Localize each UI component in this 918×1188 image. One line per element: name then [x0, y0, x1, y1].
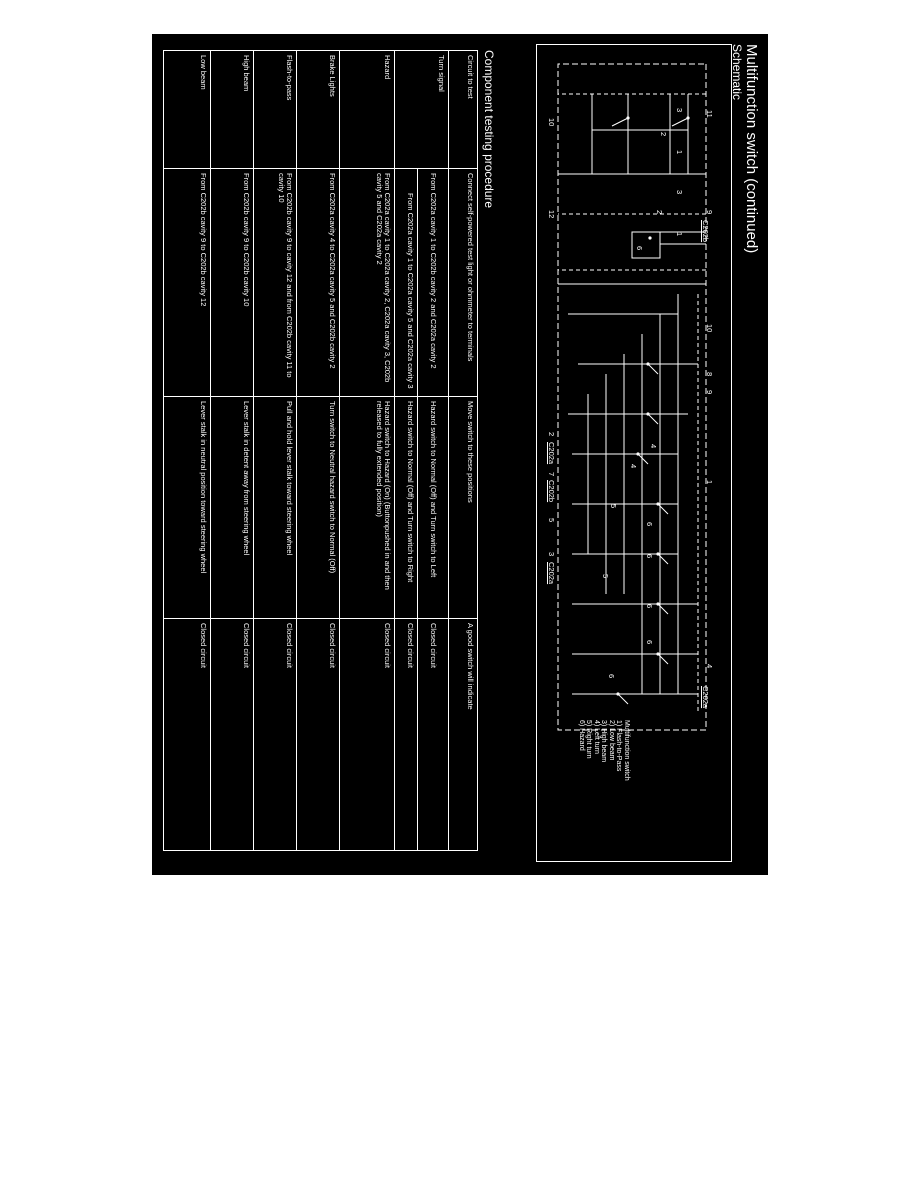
positions-cell: Lever stalk in neutral position toward s…	[163, 396, 211, 619]
result-cell: Closed circuit	[253, 618, 297, 851]
column-header: Circuit to test	[448, 50, 478, 169]
legend-item: 1) Flash-to-Pass	[615, 720, 623, 772]
switch-number: 6	[645, 522, 654, 527]
connector-label: C202a	[701, 686, 710, 709]
circuit-cell: Flash-to-pass	[253, 50, 297, 169]
circuit-cell: High beam	[210, 50, 254, 169]
connector-label: C202b	[547, 480, 556, 503]
switch-number: 6	[607, 674, 616, 679]
positions-cell: Turn switch to Neutral hazard switch to …	[296, 396, 340, 619]
result-text: Closed circuit	[403, 619, 418, 850]
terminals-cell: From C202a cavity 1 to C202b cavity 2 an…	[394, 168, 449, 397]
terminals-cell: From C202b cavity 9 to cavity 12 and fro…	[253, 168, 297, 397]
positions-cell: Lever stalk in detent away from steering…	[210, 396, 254, 619]
terminals-cell: From C202a cavity 1 to C202a cavity 2, C…	[339, 168, 395, 397]
circuit-cell: Hazard	[339, 50, 395, 169]
switch-number: 6	[645, 640, 654, 645]
table-row: High beam From C202b cavity 9 to C202b c…	[210, 50, 254, 851]
connector-label: C202b	[701, 220, 710, 243]
positions-cell: Pull and hold lever stalk toward steerin…	[253, 396, 297, 619]
component-testing-table: Circuit to test Connect self-powered tes…	[163, 50, 478, 851]
pin-number: 10	[547, 118, 556, 127]
pin-number: 11	[705, 110, 714, 118]
pin-number: 3	[547, 552, 556, 557]
legend-title: Multifunction switch	[623, 720, 630, 781]
table-row: Brake Lights From C202a cavity 4 to C202…	[296, 50, 340, 851]
switch-number: 4	[649, 444, 658, 449]
circuit-cell: Low beam	[163, 50, 211, 169]
legend-item: 6) Hazard	[578, 720, 585, 751]
switch-number: 6	[645, 554, 654, 559]
connector-label: C202a	[547, 562, 556, 585]
switch-number: 3	[675, 108, 684, 113]
table-row: Low beam From C202b cavity 9 to C202b ca…	[163, 50, 211, 851]
column-header: Move switch to these positions	[448, 396, 478, 619]
pin-number: 2	[547, 432, 556, 437]
positions-cell: Hazard switch to Normal (Off) and Turn s…	[394, 396, 449, 619]
switch-number: 4	[629, 464, 638, 469]
table-row: Hazard From C202a cavity 1 to C202a cavi…	[339, 50, 395, 851]
pin-number: 12	[547, 210, 556, 219]
switch-number: 5	[609, 504, 618, 509]
pin-number: 4	[705, 664, 714, 669]
switch-number: 1	[675, 150, 684, 155]
terminals-text: From C202a cavity 1 to C202b cavity 2 an…	[429, 173, 438, 369]
positions-text: Hazard switch to Normal (Off) and Turn s…	[403, 397, 418, 618]
legend-item: 5) Right turn	[585, 720, 593, 759]
legend-item: 4) Left turn	[593, 720, 600, 754]
switch-number: 2	[659, 132, 668, 137]
switch-number: 6	[645, 604, 654, 609]
result-cell: Closed circuit	[296, 618, 340, 851]
connector-label: C202a	[547, 442, 556, 465]
switch-number: 5	[601, 574, 610, 579]
pin-number: 1	[705, 480, 714, 485]
column-header: A good switch will indicate	[448, 618, 478, 851]
terminals-cell: From C202b cavity 9 to C202b cavity 12	[163, 168, 211, 397]
switch-boundary	[557, 63, 707, 731]
table-row: Turn signal From C202a cavity 1 to C202b…	[394, 50, 449, 851]
terminals-cell: From C202b cavity 9 to C202b cavity 10	[210, 168, 254, 397]
document-panel: Multifunction switch (continued) Schemat…	[152, 34, 768, 875]
switch-number: 6	[635, 246, 644, 251]
terminals-cell: From C202a cavity 4 to C202a cavity 5 an…	[296, 168, 340, 397]
table-header-row: Circuit to test Connect self-powered tes…	[448, 50, 478, 851]
schematic-diagram	[557, 63, 707, 731]
circuit-cell: Brake Lights	[296, 50, 340, 169]
table-row: Flash-to-pass From C202b cavity 9 to cav…	[253, 50, 297, 851]
pin-number: 10	[705, 324, 714, 333]
column-header: Connect self-powered test light or ohmme…	[448, 168, 478, 397]
pin-number: 5	[547, 518, 556, 523]
rotated-page: Multifunction switch (continued) Schemat…	[152, 34, 768, 875]
pin-number: 7	[547, 472, 556, 477]
result-cell: Closed circuit	[210, 618, 254, 851]
result-cell: Closed circuit	[163, 618, 211, 851]
result-cell: Closed circuit Closed circuit	[394, 618, 449, 851]
legend-item: 2) Low beam	[608, 720, 615, 761]
schematic-legend: Multifunction switch 1) Flash-to-Pass 2)…	[578, 720, 630, 781]
switch-number: 2	[655, 210, 664, 215]
result-cell: Closed circuit	[339, 618, 395, 851]
switch-number: 3	[675, 190, 684, 195]
result-text: Closed circuit	[429, 623, 438, 669]
switch-number: 1	[675, 232, 684, 237]
positions-text: Hazard switch to Normal (Off) and Turn s…	[429, 401, 438, 578]
pin-number: 8	[705, 372, 714, 377]
pin-number: 9	[705, 390, 714, 395]
circuit-cell: Turn signal	[394, 50, 449, 169]
pin-number: 9	[705, 210, 714, 215]
positions-cell: Hazard switch to Hazard (On) (Buttonpush…	[339, 396, 395, 619]
section-heading: Component testing procedure	[482, 50, 496, 209]
terminals-text: From C202a cavity 1 to C202a cavity 5 an…	[403, 169, 418, 396]
legend-item: 3) High beam	[600, 720, 608, 763]
